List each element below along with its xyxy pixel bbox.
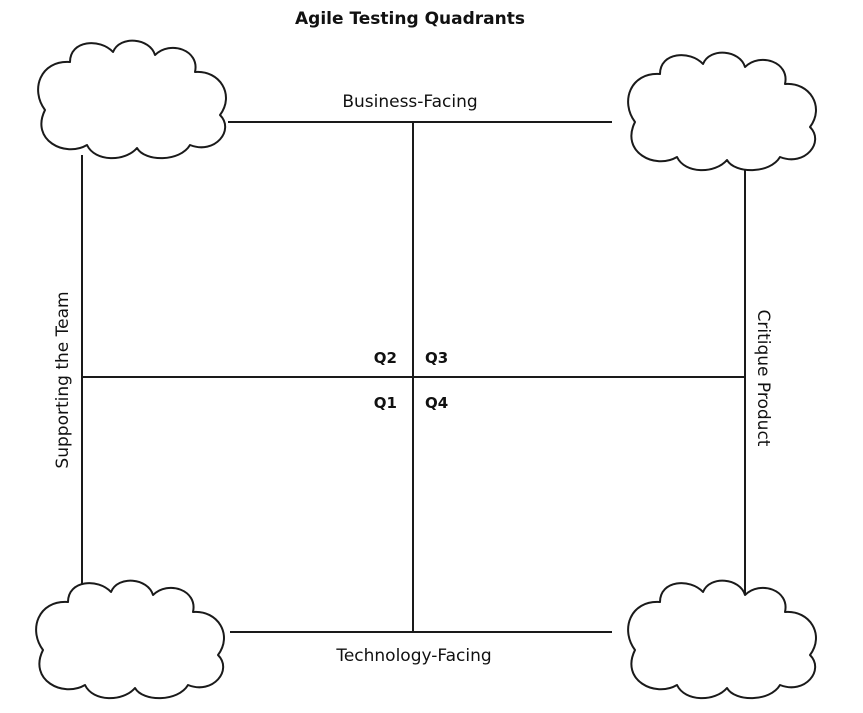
- quadrant-q2-label: Q2: [374, 349, 397, 367]
- supporting-the-team-label: Supporting the Team: [53, 291, 73, 468]
- cloud-top-right: [627, 51, 817, 172]
- business-facing-label: Business-Facing: [342, 92, 477, 112]
- technology-facing-label: Technology-Facing: [335, 646, 491, 666]
- cloud-bottom-left: [35, 579, 225, 700]
- critique-product-label: Critique Product: [753, 310, 773, 447]
- quadrant-q1-label: Q1: [374, 394, 397, 412]
- quadrant-q4-label: Q4: [425, 394, 448, 412]
- cloud-bottom-right: [627, 579, 817, 700]
- diagram-title: Agile Testing Quadrants: [295, 9, 525, 29]
- quadrant-q3-label: Q3: [425, 349, 448, 367]
- cloud-top-left: [37, 39, 227, 160]
